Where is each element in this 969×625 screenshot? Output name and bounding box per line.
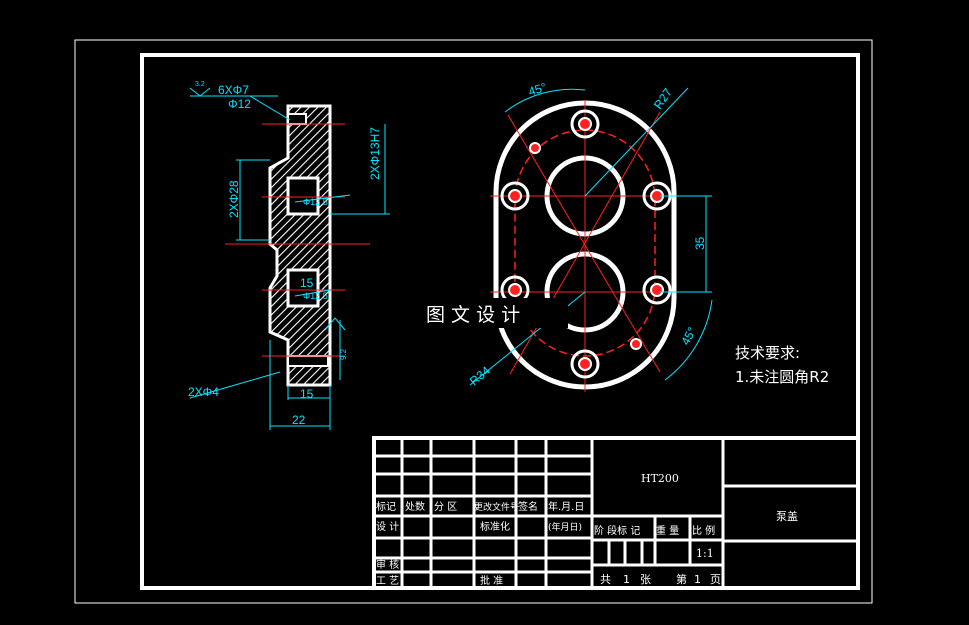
hole-spec-label: 6XΦ7: [218, 83, 249, 97]
angle-top-label: 45°: [527, 80, 549, 99]
d35-label: 35: [693, 236, 707, 250]
d12-label-a: Φ12.5: [303, 197, 328, 207]
part-name-label: 泵盖: [776, 509, 798, 523]
tech-line1: 1.未注圆角R2: [735, 368, 829, 386]
tb-r5-5: 年.月.日: [548, 500, 584, 513]
tb-approve: 批 准: [480, 574, 503, 587]
sheet-4: 1: [694, 573, 701, 586]
tech-title: 技术要求:: [735, 344, 800, 362]
dia28-label: 2XΦ28: [227, 180, 241, 218]
counterbore-bottom: [287, 355, 329, 367]
tb-scale-h: 比 例: [692, 524, 715, 537]
tb-r6-5: (年月日): [548, 521, 582, 533]
tb-r5-4: 签名: [518, 500, 538, 513]
sheet-2: 张: [640, 573, 651, 586]
sheet-1: 1: [623, 573, 630, 586]
tb-process: 工 艺: [376, 575, 399, 587]
angle-bot-label: 45°: [678, 325, 699, 348]
tb-r6-3: 标准化: [480, 520, 510, 533]
w22-label: 22: [292, 413, 306, 427]
bolt-holes: [500, 109, 672, 379]
material-label: HT200: [641, 472, 679, 485]
front-view: 45° R27 35 45° R34: [467, 80, 713, 392]
d12-label-b: Φ12.5: [303, 291, 328, 301]
watermark: 图 文 设 计: [426, 304, 520, 326]
w15-inner-label: 15: [300, 276, 314, 290]
counterbore-top: [287, 113, 307, 125]
tb-r5-2: 分 区: [434, 501, 457, 513]
outer-frame: [74, 39, 873, 604]
bore-label: 2XΦ13H7: [368, 127, 382, 180]
bore-upper: [286, 176, 320, 216]
tb-weight: 重 量: [656, 524, 679, 537]
dia4-label: 2XΦ4: [188, 385, 219, 399]
sheet-0: 共: [600, 573, 611, 586]
r27-label: R27: [651, 85, 675, 111]
tb-review: 审 核: [376, 558, 399, 571]
section-body: [268, 104, 332, 387]
tb-stage: 阶 段标 记: [594, 524, 640, 537]
tb-r5-0: 标记: [376, 501, 396, 513]
title-block: [372, 436, 860, 590]
rough-symbol-label: 3.2: [195, 81, 205, 88]
depth-label: 9.2: [339, 348, 348, 360]
w15-label: 15: [300, 387, 314, 401]
sheet-5: 页: [710, 573, 721, 586]
tb-r5-1: 处数: [405, 500, 425, 513]
tb-r6-0: 设 计: [376, 520, 399, 533]
sheet-3: 第: [676, 572, 687, 586]
watermark-bg: [418, 298, 568, 328]
counterbore-label: Φ12: [228, 97, 251, 111]
tb-r5-3: 更改文件号: [474, 501, 519, 513]
tb-scale: 1:1: [696, 547, 714, 560]
bore-lower: [286, 268, 320, 308]
side-section-view: 6XΦ7 Φ12 3.2 2XΦ28 2XΦ13H7 Φ12.5 Φ12.5 1…: [188, 81, 390, 430]
